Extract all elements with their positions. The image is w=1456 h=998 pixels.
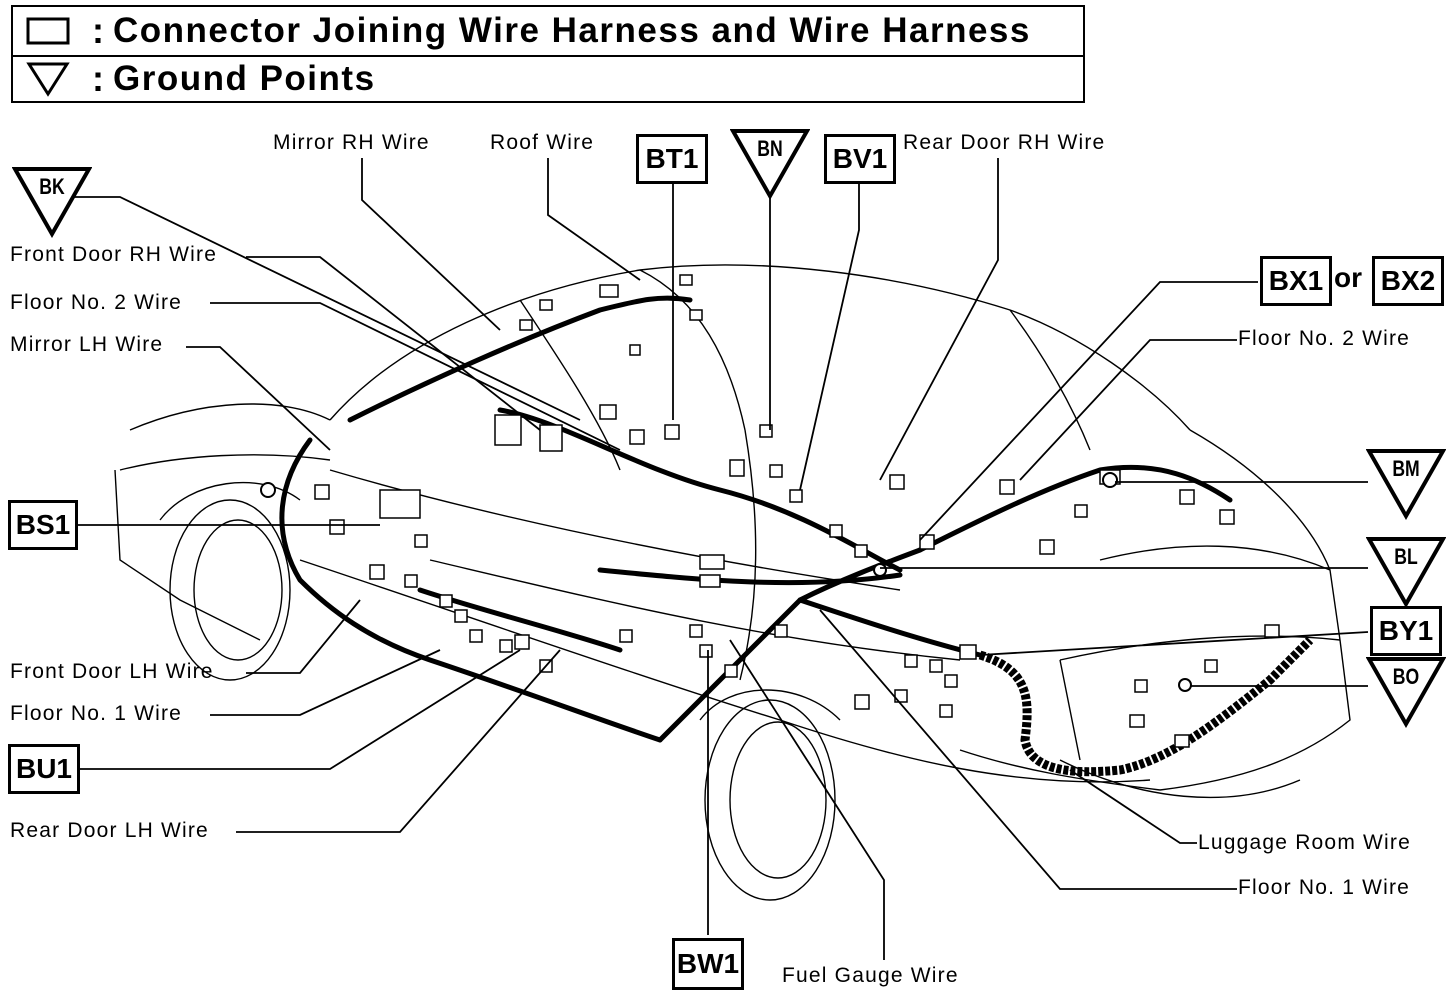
- label-roof-wire: Roof Wire: [490, 131, 595, 154]
- legend-connector-row: : Connector Joining Wire Harness and Wir…: [13, 7, 1083, 57]
- label-rear-door-lh-wire: Rear Door LH Wire: [10, 819, 209, 842]
- ground-point-bn: BN: [730, 128, 810, 200]
- ground-label-bl: BL: [1394, 544, 1418, 569]
- connector-by1: BY1: [1370, 606, 1442, 656]
- label-floor-no1-wire-left: Floor No. 1 Wire: [10, 702, 183, 725]
- ground-label-bo: BO: [1392, 664, 1420, 689]
- ground-label-bn: BN: [757, 136, 783, 161]
- ground-point-bk: BK: [12, 166, 92, 238]
- label-mirror-lh-wire: Mirror LH Wire: [10, 333, 164, 356]
- luggage-room-wire-corrugated: [978, 636, 1314, 777]
- legend-ground-row: : Ground Points: [13, 55, 1083, 103]
- legend-ground-text: Ground Points: [113, 59, 376, 98]
- label-floor-no2-wire-left: Floor No. 2 Wire: [10, 291, 183, 314]
- connector-bx1: BX1: [1260, 256, 1332, 306]
- label-front-door-lh-wire: Front Door LH Wire: [10, 660, 214, 683]
- connector-bv1: BV1: [824, 134, 896, 184]
- legend-box: : Connector Joining Wire Harness and Wir…: [11, 5, 1085, 103]
- label-floor-no1-wire-right: Floor No. 1 Wire: [1238, 876, 1411, 899]
- harness-connector-blocks: [314, 274, 1280, 748]
- connector-bs1: BS1: [8, 500, 78, 550]
- connector-or-text: or: [1334, 262, 1362, 293]
- label-front-door-rh-wire: Front Door RH Wire: [10, 243, 218, 266]
- ground-triangle-icon: [730, 129, 810, 200]
- label-floor-no2-wire-right: Floor No. 2 Wire: [1238, 327, 1411, 350]
- wire-harness-bundles: [279, 295, 1233, 743]
- legend-colon: :: [92, 58, 104, 99]
- connector-bu1: BU1: [8, 744, 80, 794]
- label-mirror-rh-wire: Mirror RH Wire: [273, 131, 430, 154]
- legend-connector-text: Connector Joining Wire Harness and Wire …: [113, 11, 1031, 50]
- ground-label-bk: BK: [39, 174, 65, 199]
- ground-triangle-symbol-icon: [13, 61, 83, 97]
- leader-lines: [66, 158, 1369, 960]
- ground-point-bm: BM: [1366, 448, 1446, 520]
- label-luggage-room-wire: Luggage Room Wire: [1198, 831, 1411, 854]
- car-body-outline: [114, 264, 1351, 901]
- ground-point-bl: BL: [1366, 536, 1446, 608]
- ground-point-bo: BO: [1366, 656, 1446, 728]
- ground-triangle-icon: [1366, 657, 1446, 728]
- connector-bx2: BX2: [1372, 256, 1444, 306]
- ground-label-bm: BM: [1392, 456, 1420, 481]
- label-fuel-gauge-wire: Fuel Gauge Wire: [782, 964, 959, 987]
- ground-triangle-icon: [1366, 537, 1446, 608]
- ground-bolts: [260, 472, 1192, 692]
- connector-bt1: BT1: [636, 134, 708, 184]
- connector-bw1: BW1: [672, 938, 744, 990]
- legend-colon: :: [92, 10, 104, 51]
- label-rear-door-rh-wire: Rear Door RH Wire: [903, 131, 1106, 154]
- connector-box-symbol-icon: [13, 17, 83, 45]
- ground-triangle-icon: [12, 167, 92, 238]
- ground-triangle-icon: [1366, 449, 1446, 520]
